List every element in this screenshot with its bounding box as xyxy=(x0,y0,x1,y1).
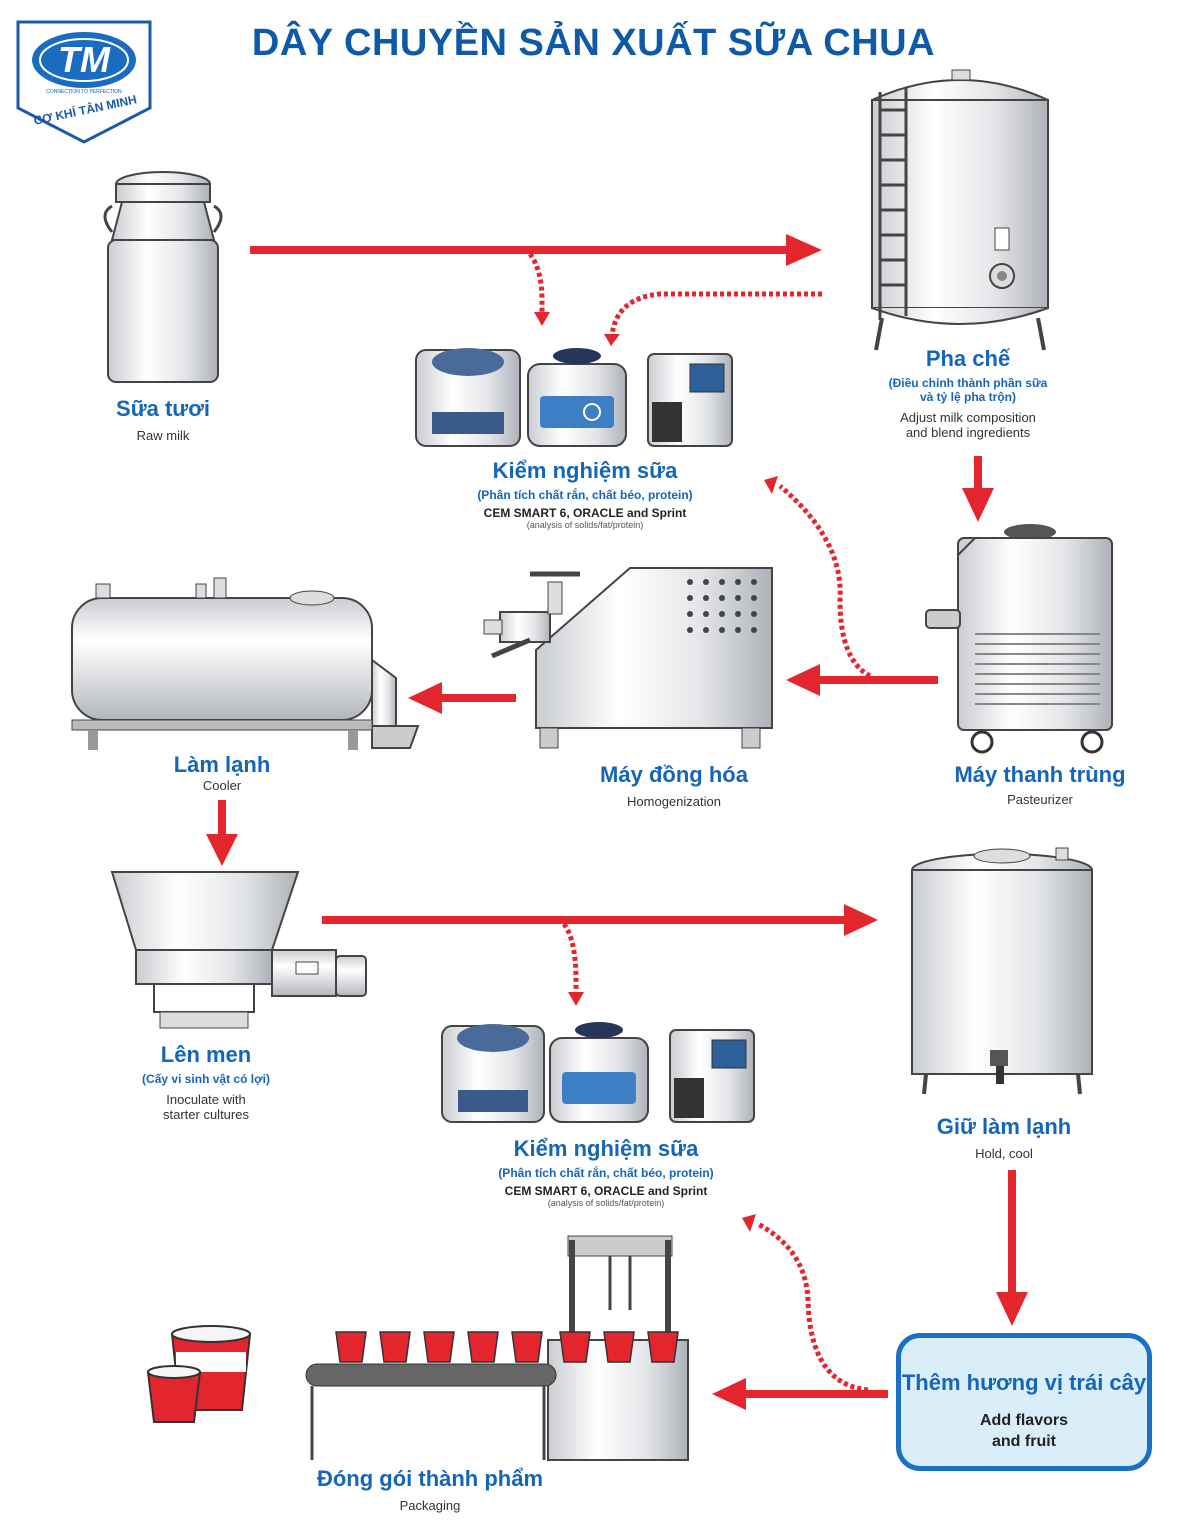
fermentation-machine-icon xyxy=(110,871,367,1029)
fermentation-en-1: Inoculate with xyxy=(166,1092,246,1107)
pasteurizer-icon xyxy=(925,524,1113,754)
flavors-en-2: and fruit xyxy=(992,1433,1056,1450)
page-title: DÂY CHUYỀN SẢN XUẤT SỮA CHUA xyxy=(251,22,936,64)
cooler-subtitle: Cooler xyxy=(202,778,242,793)
mixing-label: Pha chế (Điều chỉnh thành phần sữa và tỷ… xyxy=(848,346,1088,440)
packaging-subtitle: Packaging xyxy=(399,1498,461,1513)
raw-milk-subtitle: Raw milk xyxy=(136,428,190,443)
hold-cool-subtitle: Hold, cool xyxy=(975,1146,1033,1161)
flavors-box: Thêm hương vị trái cây Add flavors and f… xyxy=(896,1333,1152,1471)
testing-2-cem-sub: (analysis of solids/fat/protein) xyxy=(547,1198,665,1208)
cooler-label: Làm lạnh Cooler xyxy=(142,752,302,793)
milk-can-icon xyxy=(103,171,223,383)
hold-tank-icon xyxy=(911,847,1093,1095)
raw-milk-title: Sữa tươi xyxy=(116,396,210,421)
cooler-tank-icon xyxy=(71,577,420,750)
raw-milk-label: Sữa tươi Raw milk xyxy=(93,396,233,443)
testing-1-label: Kiểm nghiệm sữa (Phân tích chất rắn, chấ… xyxy=(420,458,750,530)
testing-1-cem: CEM SMART 6, ORACLE and Sprint xyxy=(483,506,687,520)
testing-2-label: Kiểm nghiệm sữa (Phân tích chất rắn, chấ… xyxy=(436,1136,776,1208)
fermentation-sub: (Cấy vi sinh vật có lợi) xyxy=(142,1072,270,1086)
fermentation-label: Lên men (Cấy vi sinh vật có lợi) Inocula… xyxy=(106,1042,306,1122)
mixing-en-1: Adjust milk composition xyxy=(900,410,1036,425)
pasteurizer-label: Máy thanh trùng Pasteurizer xyxy=(930,762,1150,807)
packaging-machine-icon xyxy=(305,1235,689,1461)
mixing-sub-2: và tỷ lệ pha trộn) xyxy=(919,390,1017,404)
homogenizer-label: Máy đồng hóa Homogenization xyxy=(564,762,784,809)
testing-1-sub: (Phân tích chất rắn, chất béo, protein) xyxy=(477,488,693,502)
mixing-sub-1: (Điều chỉnh thành phần sữa xyxy=(888,376,1048,390)
packaging-label: Đóng gói thành phẩm Packaging xyxy=(300,1466,560,1513)
homogenizer-subtitle: Homogenization xyxy=(627,794,721,809)
pasteurizer-title: Máy thanh trùng xyxy=(954,762,1126,787)
flow-arrows xyxy=(206,234,1028,1410)
mixing-title: Pha chế xyxy=(925,346,1011,371)
pasteurizer-subtitle: Pasteurizer xyxy=(1007,792,1073,807)
hold-cool-title: Giữ làm lạnh xyxy=(936,1114,1072,1139)
mixing-en-2: and blend ingredients xyxy=(905,425,1031,440)
testing-1-title: Kiểm nghiệm sữa xyxy=(492,458,678,483)
testing-1-cem-sub: (analysis of solids/fat/protein) xyxy=(526,520,644,530)
flavors-title: Thêm hương vị trái cây xyxy=(901,1370,1147,1395)
fermentation-en-2: starter cultures xyxy=(163,1107,249,1122)
flavors-en-1: Add flavors xyxy=(979,1412,1068,1429)
testing-2-cem: CEM SMART 6, ORACLE and Sprint xyxy=(504,1184,708,1198)
cooler-title: Làm lạnh xyxy=(173,752,271,777)
lab-instruments-icon xyxy=(415,348,733,447)
packaging-title: Đóng gói thành phẩm xyxy=(316,1466,544,1491)
testing-2-sub: (Phân tích chất rắn, chất béo, protein) xyxy=(498,1166,714,1180)
fermentation-title: Lên men xyxy=(160,1042,252,1067)
hold-cool-label: Giữ làm lạnh Hold, cool xyxy=(904,1114,1104,1161)
yogurt-cups-icon xyxy=(146,1325,252,1423)
mixing-tank-icon xyxy=(871,69,1049,351)
homogenizer-title: Máy đồng hóa xyxy=(600,762,748,787)
testing-2-title: Kiểm nghiệm sữa xyxy=(513,1136,699,1161)
homogenizer-icon xyxy=(483,567,773,749)
lab-instruments-2-icon xyxy=(441,1022,755,1123)
